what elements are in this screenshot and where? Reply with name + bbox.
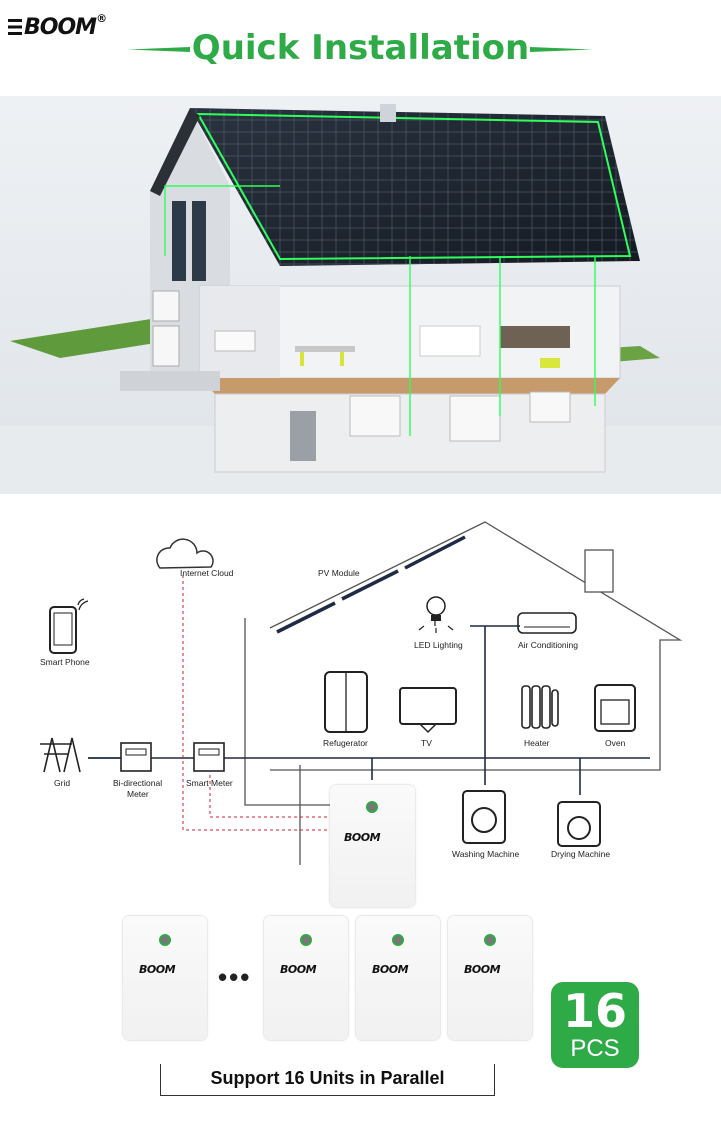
label-grid: Grid <box>54 778 71 788</box>
label-pv-module: PV Module <box>318 568 360 578</box>
house-solar-scene <box>0 96 721 494</box>
unit-logo: BOOM <box>344 831 381 844</box>
label-smart-meter: Smart Meter <box>186 778 233 788</box>
registered-mark: ® <box>96 12 107 25</box>
label-refrigerator: Refugerator <box>323 738 368 748</box>
label-washing-machine: Washing Machine <box>452 849 520 859</box>
battery-unit-4: BOOM <box>448 916 532 1040</box>
label-internet-cloud: Internet Cloud <box>180 568 234 578</box>
label-tv: TV <box>421 738 432 748</box>
power-led-icon <box>392 934 404 946</box>
ellipsis: ••• <box>218 962 252 992</box>
unit-logo: BOOM <box>280 963 317 976</box>
unit-logo: BOOM <box>139 963 176 976</box>
battery-unit-3: BOOM <box>356 916 440 1040</box>
label-smart-phone: Smart Phone <box>40 657 90 667</box>
power-led-icon <box>484 934 496 946</box>
label-air-conditioning: Air Conditioning <box>518 640 579 650</box>
battery-unit-1: BOOM <box>123 916 207 1040</box>
wiring-diagram <box>40 521 683 865</box>
page-title: Quick Installation <box>191 28 530 68</box>
quantity-badge: 16 PCS <box>551 982 639 1068</box>
label-bidirectional-meter-line1: Bi-directional <box>113 778 163 788</box>
unit-logo: BOOM <box>464 963 501 976</box>
badge-number: 16 <box>562 984 627 1038</box>
title-decor-left <box>128 47 190 52</box>
title-decor-right <box>530 47 592 52</box>
power-led-icon <box>159 934 171 946</box>
unit-logo: BOOM <box>372 963 409 976</box>
logo-bars-icon <box>8 19 22 35</box>
brand-logo: BOOM® <box>8 12 107 40</box>
power-led-icon <box>300 934 312 946</box>
label-drying-machine: Drying Machine <box>551 849 611 859</box>
label-bidirectional-meter-line2: Meter <box>127 789 149 799</box>
label-led-lighting: LED Lighting <box>414 640 463 650</box>
badge-unit: PCS <box>570 1035 620 1062</box>
battery-unit-2: BOOM <box>264 916 348 1040</box>
label-oven: Oven <box>605 738 626 748</box>
label-heater: Heater <box>524 738 550 748</box>
parallel-support-caption: Support 16 Units in Parallel <box>160 1064 495 1096</box>
brand-name: BOOM <box>24 15 97 40</box>
power-led-icon <box>366 801 378 813</box>
main-battery-unit: BOOM <box>330 785 415 907</box>
